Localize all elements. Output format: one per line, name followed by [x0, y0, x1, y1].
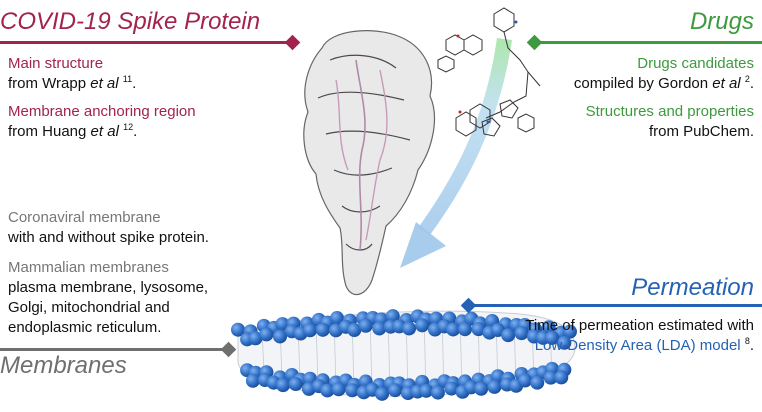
spike-anchor-etal: et al [90, 123, 119, 140]
lipid-head-top [347, 322, 362, 337]
spike-anchor-ref: 12 [123, 122, 134, 132]
spike-section-title: COVID-19 Spike Protein [0, 8, 261, 35]
coronaviral-desc: with and without spike protein. [8, 229, 209, 246]
lipid-head-top [501, 328, 516, 343]
lipid-head-top [272, 329, 287, 344]
lipid-head-top [402, 321, 417, 336]
spike-main-source: from Wrapp et al 11. [8, 74, 137, 93]
drugs-section-title: Drugs [689, 8, 754, 35]
lipid-head-top [358, 318, 373, 333]
drugs-candidates-ref: 2 [744, 74, 750, 84]
lipid-head-bottom [474, 381, 489, 396]
lipid-head-bottom [554, 370, 569, 385]
drugs-title-rule [536, 41, 762, 44]
spike-main-heading: Main structure [8, 55, 104, 72]
spike-protein-structure [303, 30, 436, 296]
permeation-line-1: Time of permeation estimated with [525, 317, 754, 334]
mammalian-heading: Mammalian membranes [8, 259, 169, 276]
drugs-candidates-heading: Drugs candidates [637, 55, 754, 72]
lipid-head-bottom [444, 381, 459, 396]
drugs-props-heading: Structures and properties [585, 103, 754, 120]
lipid-head-bottom [288, 377, 303, 392]
mammalian-line-1: plasma membrane, lysosome, [8, 279, 209, 296]
lipid-head-top [315, 322, 330, 337]
mammalian-line-2: Golgi, mitochondrial and [8, 299, 170, 316]
lipid-head-top [231, 322, 246, 337]
drugs-candidates-etal: et al [712, 75, 741, 92]
lipid-head-top [259, 327, 274, 342]
membrane-bilayer [231, 309, 577, 401]
lipid-head-bottom [276, 378, 291, 393]
lipid-head-bottom [245, 373, 260, 388]
membranes-title-rule [0, 348, 226, 351]
permeation-section-title: Permeation [631, 274, 754, 301]
permeation-title-rule [470, 304, 762, 307]
spike-main-source-text: from Wrapp [8, 75, 91, 92]
membranes-section-title: Membranes [0, 352, 127, 379]
lipid-head-bottom [530, 375, 545, 390]
drugs-candidates-source: compiled by Gordon et al 2. [573, 74, 754, 93]
coronaviral-heading: Coronaviral membrane [8, 209, 161, 226]
lipid-head-bottom [388, 383, 403, 398]
permeation-ref: 8 [744, 336, 750, 346]
lipid-head-bottom [419, 383, 434, 398]
lipid-head-top [330, 311, 345, 326]
lipid-head-top [446, 322, 461, 337]
spike-anchor-heading: Membrane anchoring region [8, 103, 196, 120]
lipid-head-bottom [543, 370, 558, 385]
spike-title-rule [0, 41, 290, 44]
lipid-head-bottom [487, 379, 502, 394]
drugs-props-source: from PubChem. [648, 123, 754, 140]
lipid-head-bottom [430, 385, 445, 400]
lipid-head-top [562, 324, 577, 339]
permeation-model: Low-Density Area (LDA) model [534, 337, 741, 354]
lipid-head-top [471, 322, 486, 337]
lipid-head-bottom [331, 382, 346, 397]
spike-main-ref: 11 [122, 74, 133, 84]
lipid-head-top [372, 321, 387, 336]
spike-anchor-source-text: from Huang [8, 123, 91, 140]
drug-molecule-structures [437, 7, 541, 137]
spike-anchor-source: from Huang et al 12. [8, 122, 138, 141]
spike-main-etal: et al [90, 75, 119, 92]
drugs-candidates-source-text: compiled by Gordon [573, 75, 713, 92]
permeation-line-2: Low-Density Area (LDA) model 8. [534, 336, 754, 355]
lipid-head-top [248, 331, 263, 346]
lipid-head-bottom [345, 383, 360, 398]
lipid-head-top [415, 318, 430, 333]
lipid-head-top [557, 335, 572, 350]
lipid-head-top [545, 330, 560, 345]
lipid-head-bottom [518, 373, 533, 388]
lipid-head-top [457, 322, 472, 337]
lipid-head-top [541, 320, 556, 335]
lipid-head-top [303, 323, 318, 338]
transport-arrow [400, 38, 512, 268]
lipid-head-top [514, 326, 529, 341]
lipid-head-bottom [375, 386, 390, 401]
lipid-head-top [385, 309, 400, 324]
lipid-head-bottom [320, 383, 335, 398]
mammalian-line-3: endoplasmic reticulum. [8, 319, 162, 336]
